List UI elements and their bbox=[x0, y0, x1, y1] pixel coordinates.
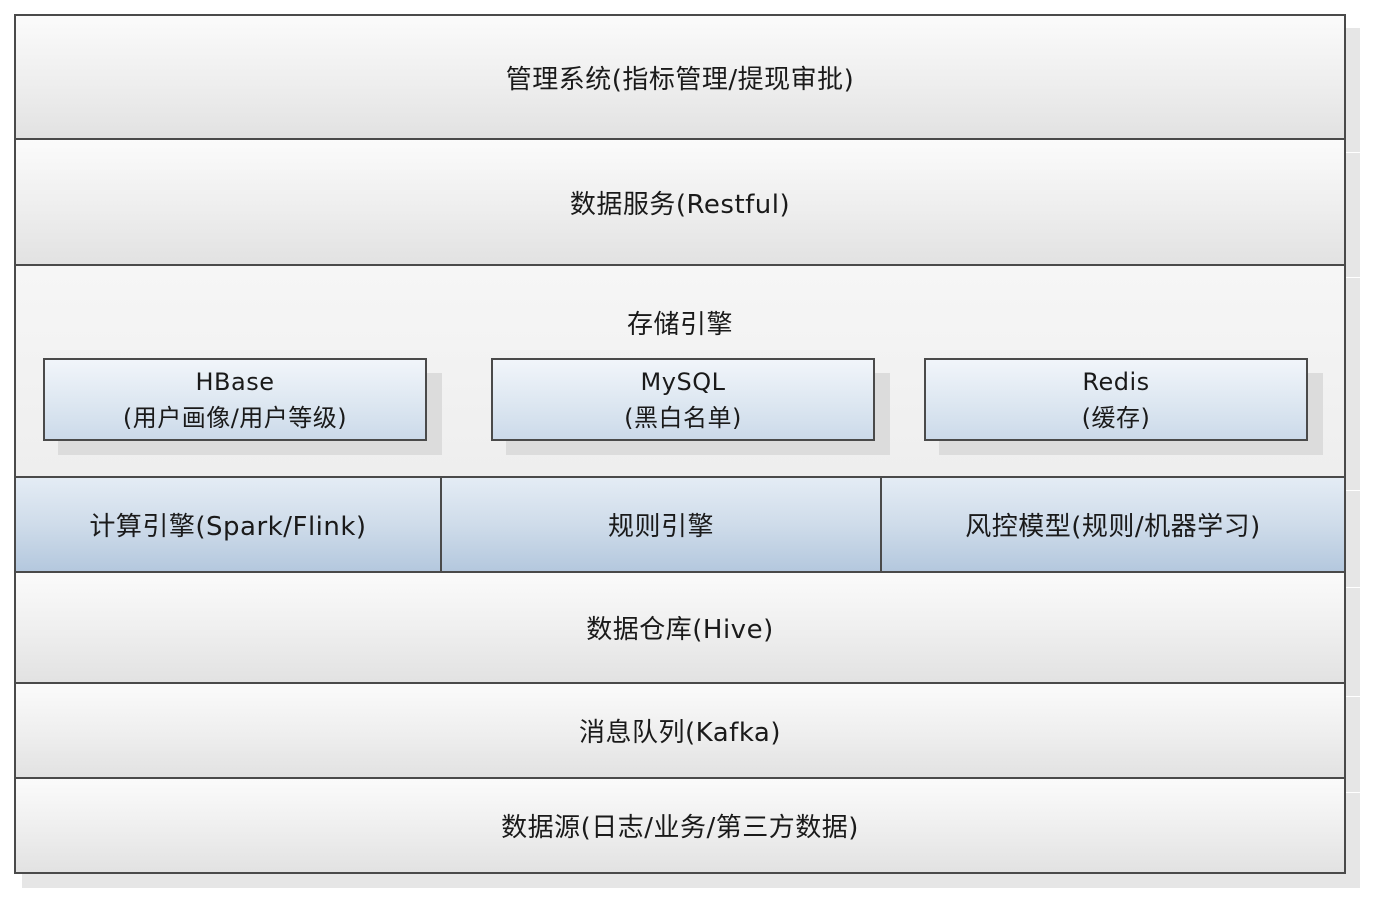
redis-desc: (缓存) bbox=[1081, 403, 1151, 432]
redis-name: Redis bbox=[1082, 367, 1150, 396]
rule-engine-box: 规则引擎 bbox=[440, 476, 882, 573]
compute-engine-box: 计算引擎(Spark/Flink) bbox=[14, 476, 442, 573]
hbase-desc: (用户画像/用户等级) bbox=[122, 403, 348, 432]
data-source-layer: 数据源(日志/业务/第三方数据) bbox=[14, 777, 1346, 874]
hbase-box: HBase (用户画像/用户等级) bbox=[43, 358, 427, 441]
message-queue-layer: 消息队列(Kafka) bbox=[14, 682, 1346, 779]
risk-model-label: 风控模型(规则/机器学习) bbox=[965, 512, 1261, 542]
data-warehouse-layer: 数据仓库(Hive) bbox=[14, 571, 1346, 684]
rule-engine-label: 规则引擎 bbox=[607, 512, 714, 542]
redis-box: Redis (缓存) bbox=[924, 358, 1308, 441]
hbase-name: HBase bbox=[195, 367, 275, 396]
storage-engine-label: 存储引擎 bbox=[626, 310, 733, 340]
management-layer-label: 管理系统(指标管理/提现审批) bbox=[505, 64, 855, 95]
data-service-layer-label: 数据服务(Restful) bbox=[569, 189, 791, 220]
mysql-name: MySQL bbox=[640, 367, 726, 396]
data-service-layer: 数据服务(Restful) bbox=[14, 138, 1346, 266]
management-layer: 管理系统(指标管理/提现审批) bbox=[14, 14, 1346, 140]
mysql-box: MySQL (黑白名单) bbox=[491, 358, 875, 441]
message-queue-label: 消息队列(Kafka) bbox=[579, 718, 781, 748]
mysql-desc: (黑白名单) bbox=[624, 403, 742, 432]
compute-engine-label: 计算引擎(Spark/Flink) bbox=[89, 512, 367, 542]
data-warehouse-label: 数据仓库(Hive) bbox=[586, 615, 774, 645]
risk-model-box: 风控模型(规则/机器学习) bbox=[880, 476, 1346, 573]
data-source-label: 数据源(日志/业务/第三方数据) bbox=[501, 813, 859, 843]
